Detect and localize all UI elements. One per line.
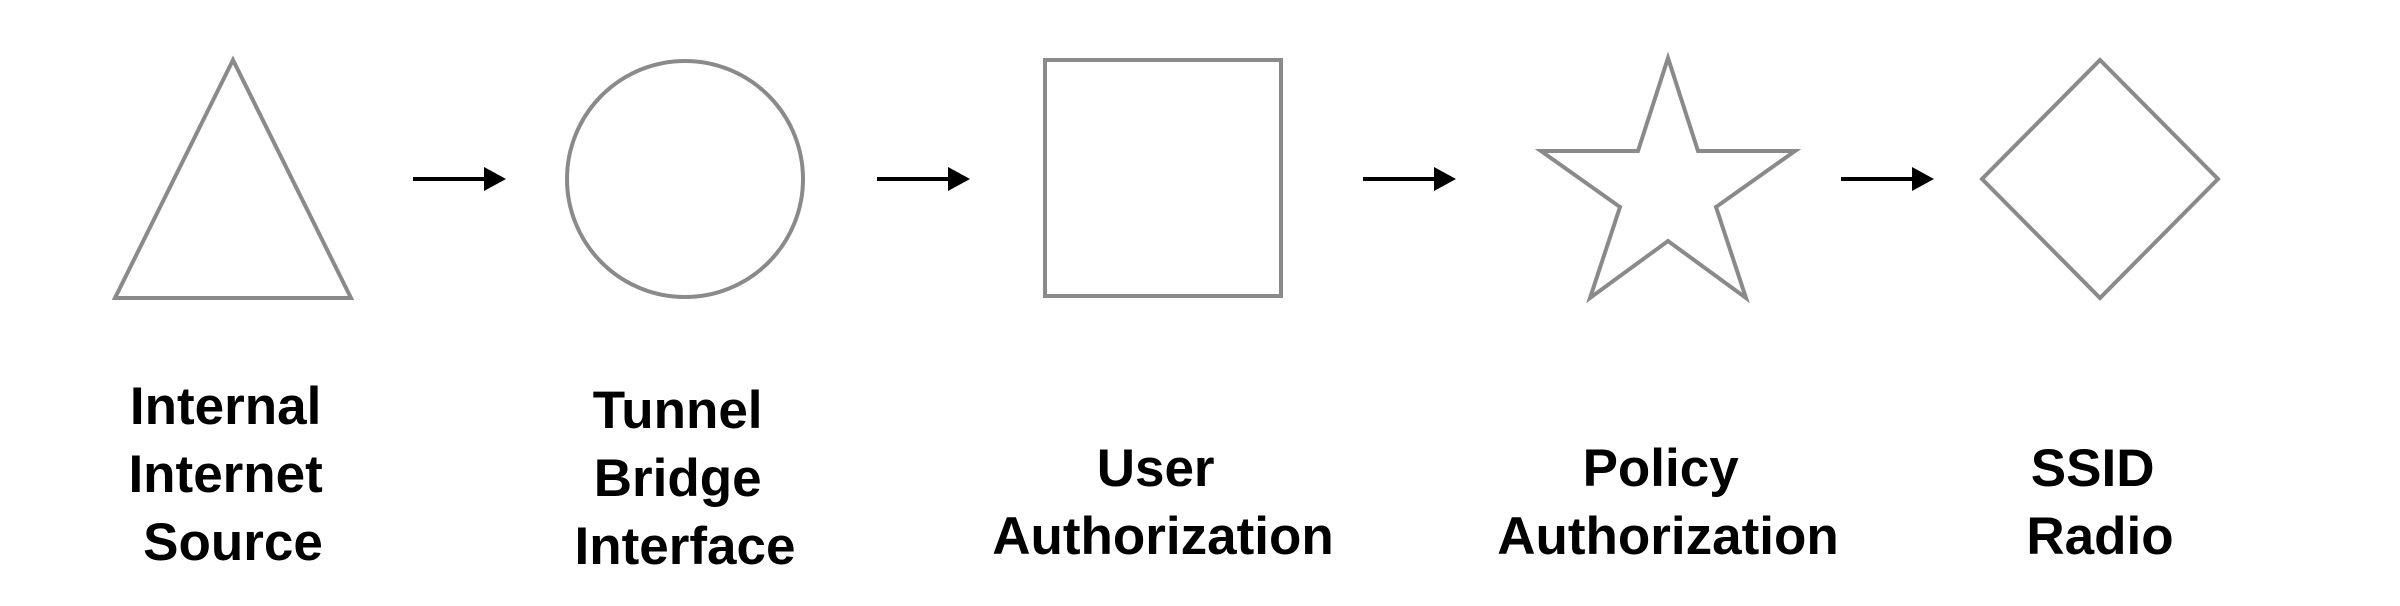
label-line: Interface — [575, 517, 796, 576]
node-policy-authorization: Policy Authorization — [1497, 51, 1839, 566]
arrow-head-icon — [1912, 167, 1934, 191]
node-tunnel-bridge-interface: Tunnel Bridge Interface — [565, 59, 805, 576]
label-line: Radio — [2026, 507, 2173, 566]
node-label-internal-internet-source: Internal Internet Source — [128, 377, 337, 572]
arrow-head-icon — [1434, 167, 1456, 191]
node-user-authorization: User Authorization — [992, 58, 1334, 566]
arrow-star-to-diamond — [1841, 167, 1934, 191]
label-line: SSID — [2031, 439, 2155, 498]
triangle-icon — [111, 55, 355, 300]
arrow-circle-to-square — [877, 167, 970, 191]
arrow-square-to-star — [1363, 167, 1456, 191]
label-line: Internet — [128, 445, 322, 504]
star-icon — [1534, 51, 1802, 304]
label-line: Tunnel — [593, 381, 763, 440]
arrow-triangle-to-circle — [413, 167, 506, 191]
label-line: Authorization — [1497, 507, 1839, 566]
label-line: User — [1097, 439, 1215, 498]
node-label-user-authorization: User Authorization — [992, 439, 1334, 566]
node-ssid-radio: SSID Radio — [1979, 57, 2221, 566]
arrow-head-icon — [484, 167, 506, 191]
label-line: Authorization — [992, 507, 1334, 566]
node-label-tunnel-bridge-interface: Tunnel Bridge Interface — [575, 381, 796, 576]
diamond-icon — [1979, 57, 2221, 301]
label-line: Policy — [1583, 439, 1740, 498]
square-icon — [1043, 58, 1283, 298]
label-line: Bridge — [594, 449, 762, 508]
node-internal-internet-source: Internal Internet Source — [111, 55, 355, 572]
node-label-policy-authorization: Policy Authorization — [1497, 439, 1839, 566]
label-line: Source — [143, 513, 323, 572]
label-line: Internal — [130, 377, 321, 436]
node-label-ssid-radio: SSID Radio — [2026, 439, 2173, 566]
circle-icon — [565, 59, 805, 299]
arrow-head-icon — [948, 167, 970, 191]
